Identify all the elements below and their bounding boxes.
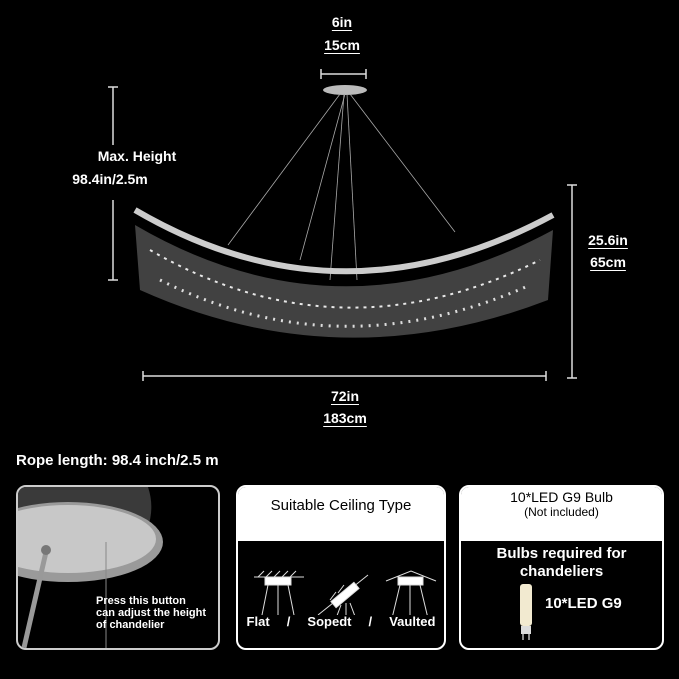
chandelier-body (133, 207, 555, 338)
chandelier-dimension-drawing (108, 69, 577, 381)
dimension-lines (108, 69, 577, 381)
canopy-closeup-image (18, 487, 163, 648)
height-adjust-panel: Press this button can adjust the height … (16, 485, 220, 650)
ceiling-type-vaulted: Vaulted (389, 614, 436, 629)
width-cm: 183cm (323, 410, 367, 426)
height-in: 25.6in (588, 232, 628, 248)
suspension-wires (227, 93, 456, 281)
width-in: 72in (330, 388, 359, 404)
canopy-width-in: 6in (331, 14, 353, 30)
button-caption: Press this button can adjust the height … (96, 595, 207, 631)
max-height-value: 98.4in/2.5m (72, 171, 148, 187)
canopy (323, 85, 367, 95)
canopy-width-cm: 15cm (324, 37, 360, 53)
ceiling-type-sloped: Sopedt (307, 614, 352, 629)
adjust-button (41, 545, 51, 555)
ceiling-type-panel: Suitable Ceiling Type Flat / Sopedt / Va… (236, 485, 446, 650)
ceiling-type-flat: Flat (246, 614, 270, 629)
ceiling-type-title: Suitable Ceiling Type (238, 487, 444, 541)
ceiling-type-icons (254, 570, 437, 615)
height-cm: 65cm (590, 254, 626, 270)
bulb-title: 10*LED G9 Bulb (510, 489, 613, 505)
ceiling-type-labels: Flat / Sopedt / Vaulted (238, 614, 444, 629)
bulb-label: 10*LED G9 (545, 595, 622, 612)
separator: / (286, 614, 291, 629)
bulb-panel: 10*LED G9 Bulb (Not included) Bulbs requ… (459, 485, 664, 650)
rope-length: Rope length: 98.4 inch/2.5 m (16, 452, 219, 469)
g9-bulb-icon (520, 584, 532, 640)
bulbs-required: Bulbs required for chandeliers (496, 545, 627, 580)
bulb-header: 10*LED G9 Bulb (Not included) (461, 487, 662, 541)
max-height-label: Max. Height (97, 148, 177, 164)
bulb-subtitle: (Not included) (524, 505, 599, 519)
separator: / (368, 614, 373, 629)
